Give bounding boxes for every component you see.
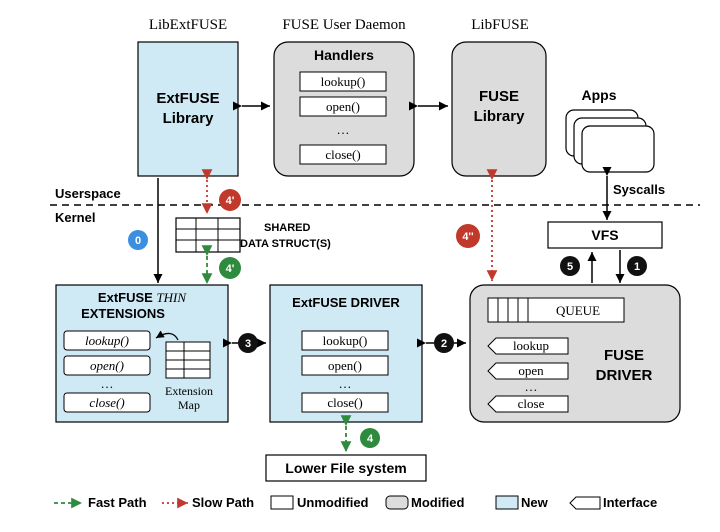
- badge-2: [434, 333, 454, 353]
- legend-unmodified-label: Unmodified: [297, 495, 369, 510]
- legend-modified-label: Modified: [411, 495, 464, 510]
- badge-3: [238, 333, 258, 353]
- handler-open-label: open(): [326, 99, 360, 114]
- badge-5: [560, 256, 580, 276]
- ext-open-label: open(): [90, 358, 124, 373]
- extfuse-library-line1: ExtFUSE: [156, 90, 219, 107]
- ext-lookup-label: lookup(): [85, 333, 129, 348]
- badge-5-label: 5: [567, 261, 573, 273]
- userspace-label: Userspace: [55, 186, 121, 201]
- fuse-user-daemon-label: FUSE User Daemon: [282, 17, 406, 33]
- ext-close-label: close(): [89, 395, 124, 410]
- extension-map-line1: Extension: [165, 384, 213, 398]
- thin-title-main: ExtFUSE: [98, 290, 157, 305]
- handler-ellipsis: …: [337, 122, 350, 137]
- driver-lookup-box: [301, 330, 389, 351]
- driver-lookup-label: lookup(): [323, 333, 368, 348]
- syscalls-label: Syscalls: [613, 182, 665, 197]
- thin-extensions-title-line2: EXTENSIONS: [81, 306, 165, 321]
- ext-close-box: [63, 392, 151, 413]
- badge-0-label: 0: [135, 235, 141, 247]
- iface-ellipsis: …: [525, 379, 538, 394]
- badge-4prime-green-label: 4': [226, 263, 235, 275]
- legend-new-swatch: [495, 495, 519, 510]
- driver-open-label: open(): [328, 358, 362, 373]
- badge-0: [128, 230, 148, 250]
- legend-interface-shape: [569, 496, 601, 510]
- apps-label: Apps: [582, 87, 617, 103]
- iface-open-label: open: [518, 363, 544, 378]
- legend-new-label: New: [521, 495, 549, 510]
- extfuse-library-line2: Library: [163, 110, 215, 127]
- map-to-lookup-arrow: [155, 330, 179, 341]
- iface-close-shape: [487, 395, 569, 413]
- ext-open-box: [63, 355, 151, 376]
- legend-unmodified-swatch: [270, 495, 294, 510]
- fuse-driver-line1: FUSE: [604, 347, 644, 364]
- fuse-library-box: [451, 41, 547, 177]
- app-window-front: [581, 125, 655, 173]
- handler-close-label: close(): [325, 147, 360, 162]
- badge-1-label: 1: [634, 261, 640, 273]
- fuse-library-line2: Library: [474, 108, 526, 125]
- badge-3-label: 3: [245, 338, 251, 350]
- handler-close-box: [299, 144, 387, 165]
- iface-lookup-shape: [487, 337, 569, 355]
- driver-ellipsis: …: [339, 376, 352, 391]
- iface-lookup-label: lookup: [513, 338, 549, 353]
- driver-close-box: [301, 392, 389, 413]
- badge-4prime-green: [219, 257, 241, 279]
- libfuse-label: LibFUSE: [471, 17, 529, 33]
- iface-close-label: close: [518, 396, 545, 411]
- shared-data-table: [175, 217, 241, 253]
- thin-extensions-title: ExtFUSE THIN: [98, 290, 187, 305]
- handler-lookup-label: lookup(): [321, 74, 366, 89]
- libextfuse-label: LibExtFUSE: [149, 17, 227, 33]
- fuse-driver-line2: DRIVER: [596, 367, 653, 384]
- kernel-label: Kernel: [55, 210, 95, 225]
- badge-2-label: 2: [441, 338, 447, 350]
- badge-4: [360, 428, 380, 448]
- lower-fs-box: [265, 454, 427, 482]
- shared-line2: DATA STRUCT(S): [240, 238, 331, 250]
- extension-map-line2: Map: [178, 398, 200, 412]
- badge-4prime-red: [219, 189, 241, 211]
- vfs-box: [547, 221, 663, 249]
- badge-4prime-red-label: 4': [226, 195, 235, 207]
- lower-fs-label: Lower File system: [285, 460, 406, 476]
- queue-box: [487, 297, 625, 323]
- handler-open-box: [299, 96, 387, 117]
- legend-modified-swatch: [385, 495, 409, 510]
- handlers-title: Handlers: [314, 47, 374, 63]
- legend-interface-label: Interface: [603, 495, 657, 510]
- vfs-label: VFS: [591, 227, 618, 243]
- extfuse-library-box: [137, 41, 239, 177]
- shared-line1: SHARED: [264, 222, 311, 234]
- legend-slow-label: Slow Path: [192, 495, 254, 510]
- legend-fast-label: Fast Path: [88, 495, 147, 510]
- badge-4dprime-label: 4'': [462, 231, 474, 243]
- ext-lookup-box: [63, 330, 151, 351]
- queue-label: QUEUE: [556, 303, 600, 318]
- extfuse-driver-title: ExtFUSE DRIVER: [292, 295, 400, 310]
- badge-4dprime: [456, 224, 480, 248]
- fuse-library-line1: FUSE: [479, 88, 519, 105]
- driver-open-box: [301, 355, 389, 376]
- thin-title-italic: THIN: [156, 290, 187, 305]
- iface-open-shape: [487, 362, 569, 380]
- ext-ellipsis: …: [101, 376, 114, 391]
- badge-4-label: 4: [367, 433, 374, 445]
- badge-1: [627, 256, 647, 276]
- driver-close-label: close(): [327, 395, 362, 410]
- handler-lookup-box: [299, 71, 387, 92]
